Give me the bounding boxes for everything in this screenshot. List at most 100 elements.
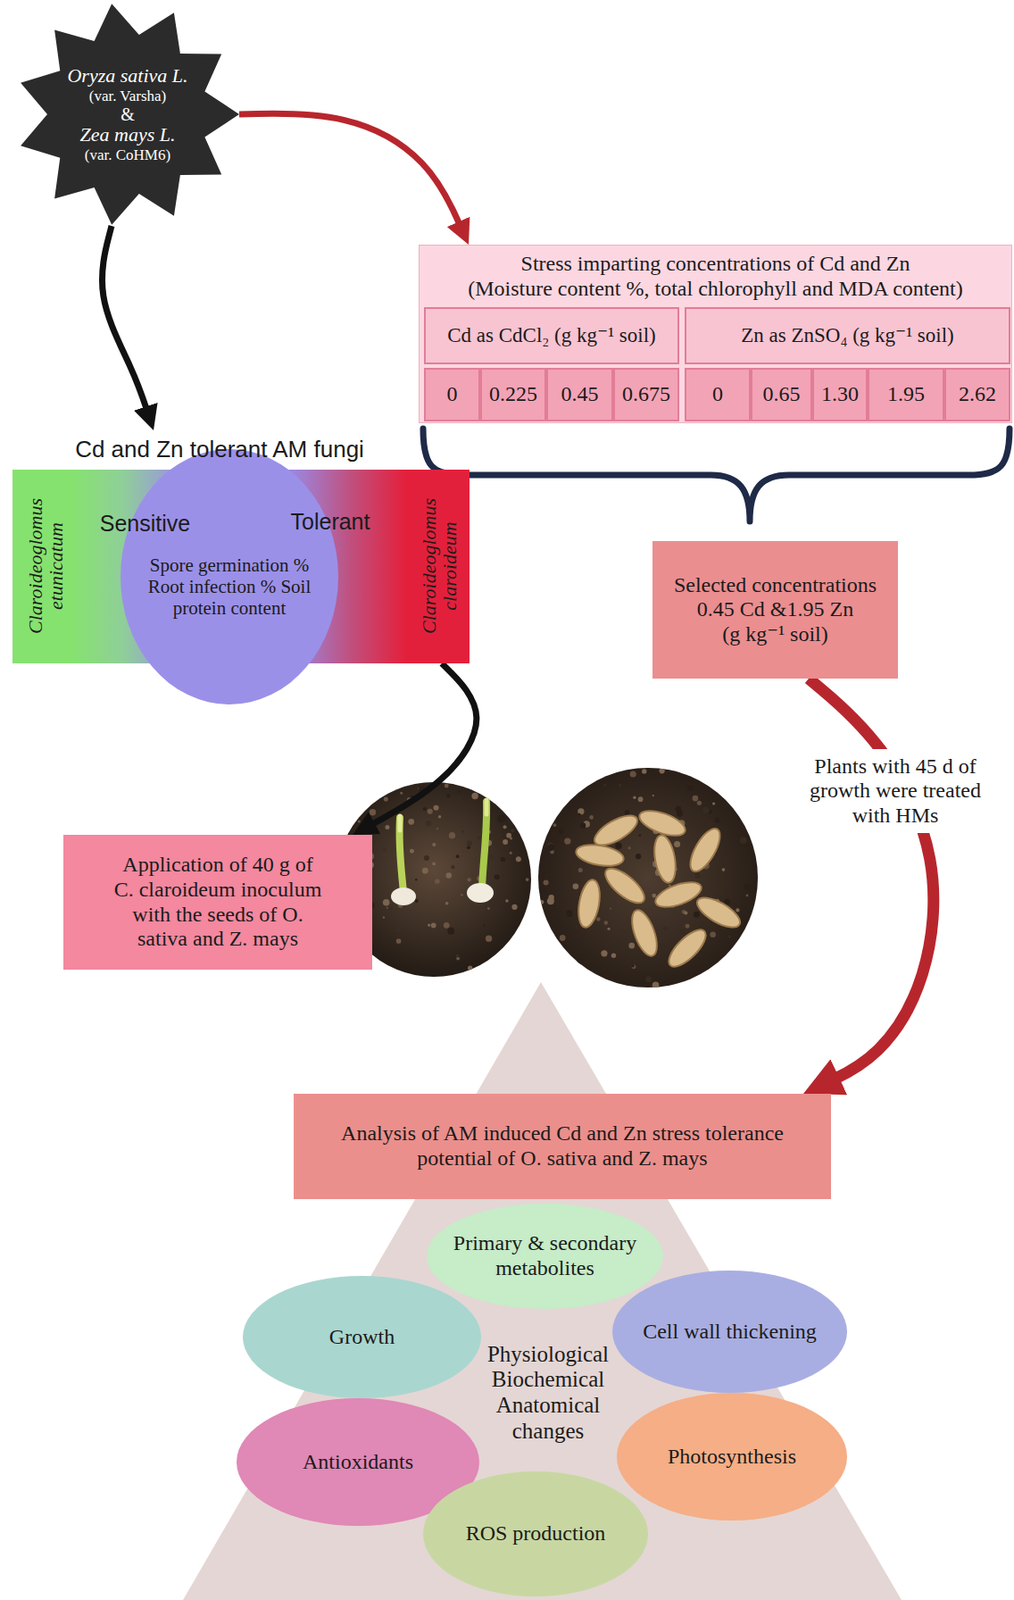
- soil-grain: [685, 923, 690, 929]
- outcome-text: Photosynthesis: [636, 1444, 828, 1470]
- rice-seed: [626, 906, 662, 959]
- soil-grain: [503, 824, 507, 829]
- species-name: Claroideoglomus claroideum: [417, 474, 459, 658]
- flow-arrow: [102, 225, 150, 416]
- text-area: ROS production: [441, 1478, 630, 1589]
- stress-table: Cd as CdCl₂ (g kg⁻¹ soil) Zn as ZnSO₄ (g …: [418, 244, 1013, 424]
- trait-ellipse: Spore germination % Root infection % Soi…: [120, 448, 339, 705]
- tolerance-label: Sensitive: [99, 510, 191, 537]
- outcome-text: Growth: [263, 1324, 461, 1350]
- soil-grain: [461, 830, 465, 833]
- soil-grain: [488, 853, 494, 859]
- soil-grain: [578, 813, 582, 816]
- soil-grain: [450, 864, 455, 869]
- concentration-value: 1.30: [815, 382, 865, 408]
- soil-grain: [628, 846, 632, 849]
- edge-label-patch: Plants with 45 d of growth were treated …: [800, 748, 990, 834]
- text-holder: Tolerant: [280, 503, 381, 540]
- soil-grain: [487, 906, 491, 910]
- ellipse-shape: [423, 1471, 649, 1596]
- soil-grain: [386, 906, 389, 909]
- text-area: Spore germination % Root infection % Soi…: [140, 554, 319, 678]
- table-value-cell: 1.30: [812, 367, 868, 422]
- star-shape: [20, 3, 240, 225]
- flow-arrow: [365, 663, 477, 828]
- soil-grain: [423, 855, 430, 861]
- soil-grain: [448, 831, 456, 839]
- soil-grain: [389, 905, 393, 910]
- table-title: (Moisture content %, total chlorophyll a…: [424, 276, 1006, 302]
- selected-text: 0.45 Cd &1.95 Zn (g kg⁻¹ soil): [689, 597, 862, 647]
- column-heading: Cd as CdCl₂ (g kg⁻¹ soil): [429, 324, 674, 348]
- soil-grain: [651, 893, 657, 898]
- soil-grain: [611, 952, 616, 957]
- soil-grain: [382, 898, 391, 906]
- rice-seed: [574, 840, 626, 869]
- germinating-seed: [390, 887, 416, 906]
- seedling-tip: [398, 815, 403, 831]
- soil-grain: [467, 965, 473, 971]
- soil-grain: [395, 927, 400, 932]
- soil-grain: [357, 819, 361, 823]
- text-area: 0: [427, 371, 477, 418]
- soil-grain: [438, 814, 441, 818]
- table-value-cell: 0.225: [480, 367, 547, 422]
- text-area: Stress imparting concentrations of Cd an…: [424, 249, 1006, 305]
- soil-grain: [564, 837, 571, 844]
- soil-grain: [466, 877, 471, 882]
- text-area: Cd as CdCl₂ (g kg⁻¹ soil): [429, 310, 674, 361]
- soil-grain: [631, 964, 637, 969]
- outcome-ellipse: Growth: [242, 1275, 482, 1398]
- plant-name: Zea mays L.: [60, 124, 195, 147]
- table-value-cell: 0: [684, 367, 751, 422]
- soil-grain: [615, 841, 623, 849]
- method-text: Application of 40 g of C. claroideum ino…: [110, 852, 325, 951]
- text-area: 0.675: [616, 371, 676, 418]
- table-value-cell: 0.675: [613, 367, 680, 422]
- table-value-cell: 0: [423, 367, 481, 422]
- ellipse-shape: [242, 1275, 482, 1398]
- rice-seed: [692, 891, 745, 933]
- soil-grain: [616, 796, 619, 798]
- soil-grain: [695, 872, 701, 879]
- ellipse-shape: [120, 448, 339, 705]
- soil-grain: [600, 949, 607, 956]
- rice-seed: [650, 833, 679, 885]
- rice-seed: [684, 823, 726, 876]
- curly-brace: [423, 428, 1010, 522]
- soil-grain: [602, 817, 607, 823]
- table-value-cell: 2.62: [944, 367, 1011, 422]
- trait-list: Spore germination % Root infection % Soi…: [140, 554, 319, 619]
- soil-grain: [553, 822, 557, 827]
- soil-grain: [477, 836, 481, 840]
- soil-grain: [638, 796, 644, 802]
- text-area: Zn as ZnSO₄ (g kg⁻¹ soil): [689, 310, 1006, 361]
- soil-grain: [456, 956, 460, 961]
- rice-seeds: [574, 805, 745, 972]
- tolerance-label: Tolerant: [290, 508, 371, 535]
- soil-grain: [396, 938, 402, 944]
- tolerance-band: Spore germination % Root infection % Soi…: [12, 430, 470, 664]
- flow-arrow: [239, 113, 463, 231]
- soil-grain: [444, 783, 449, 789]
- text-area: Selected concentrations0.45 Cd &1.95 Zn …: [663, 549, 888, 670]
- soil-grain: [511, 904, 517, 910]
- analysis-box: Analysis of AM induced Cd and Zn stress …: [293, 1093, 832, 1199]
- soil-grain: [674, 806, 682, 813]
- soil-grain: [683, 910, 688, 915]
- soil-grain: [580, 822, 587, 829]
- soil-grain: [482, 924, 485, 927]
- soil-grain: [500, 856, 507, 863]
- text-area: Application of 40 g of C. claroideum ino…: [110, 841, 325, 963]
- soil-grain: [509, 851, 513, 855]
- concentration-value: 0: [688, 382, 748, 408]
- soil-grain: [645, 975, 652, 982]
- selected-text: Selected concentrations: [663, 573, 888, 599]
- soil-grain: [445, 901, 449, 906]
- soil-grain: [525, 877, 530, 882]
- soil-grain: [485, 935, 492, 942]
- outcome-ellipse: Cell wall thickening: [612, 1270, 848, 1393]
- soil-grain: [433, 805, 440, 811]
- category-label: Physiological Biochemical Anatomical cha…: [467, 1341, 629, 1445]
